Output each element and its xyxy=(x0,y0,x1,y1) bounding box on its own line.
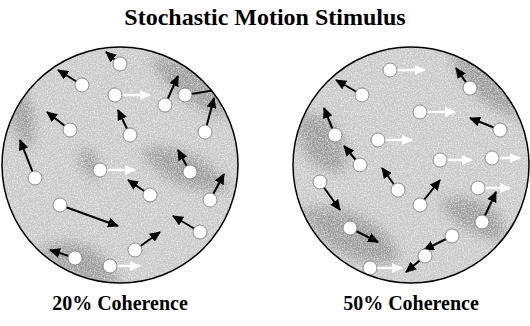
stimulus-aperture: 20% Coherence xyxy=(2,47,238,315)
figure-title: Stochastic Motion Stimulus xyxy=(0,4,530,31)
aperture-border xyxy=(293,47,529,283)
aperture-outline xyxy=(292,46,530,284)
coherence-caption: 20% Coherence xyxy=(52,292,188,315)
coherence-caption: 50% Coherence xyxy=(343,292,479,315)
noise-field xyxy=(293,47,529,283)
aperture-outline xyxy=(1,46,239,284)
stimulus-aperture: 50% Coherence xyxy=(293,47,529,315)
aperture-border xyxy=(2,47,238,283)
noise-field xyxy=(2,47,238,285)
